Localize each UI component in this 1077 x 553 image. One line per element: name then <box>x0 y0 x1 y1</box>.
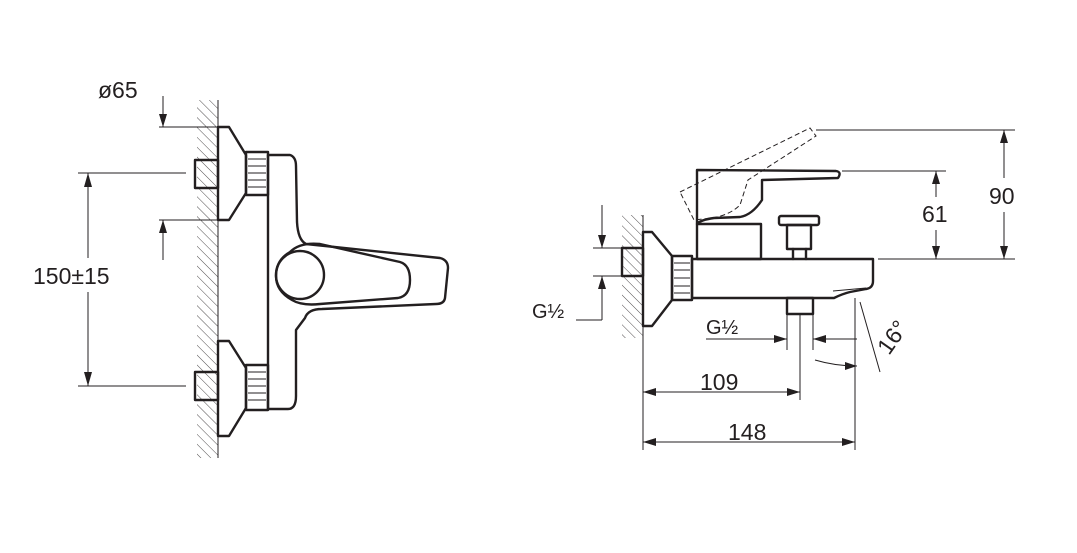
spout-angle-label: 16° <box>872 315 913 358</box>
front-wall-hatch <box>197 100 218 458</box>
outlet-stub <box>785 296 815 316</box>
diameter-label: ø65 <box>98 77 138 103</box>
raised-lever-dashed <box>679 127 817 221</box>
outlet-depth-dimension: 109 <box>642 314 801 450</box>
diameter-dimension: ø65 <box>98 77 218 260</box>
side-flange <box>641 230 674 328</box>
inlet-thread-label: G½ <box>532 301 565 323</box>
center-distance-dimension: 150±15 <box>33 172 186 387</box>
upper-flange <box>216 125 248 222</box>
spout-depth-label: 148 <box>728 419 766 445</box>
cartridge-housing <box>695 222 763 261</box>
diverter-knob <box>777 214 821 261</box>
inlet-thread-dimension: G½ <box>532 205 622 323</box>
outlet-thread-label: G½ <box>706 317 739 339</box>
total-height-label: 90 <box>989 183 1015 209</box>
side-view: G½ G½ 90 61 <box>532 127 1015 450</box>
side-body-spout <box>690 257 875 300</box>
spout-angle-dimension: 16° <box>814 301 913 373</box>
lever-height-label: 61 <box>922 201 948 227</box>
spout-depth-dimension: 148 <box>643 298 856 450</box>
front-view: ø65 150±15 <box>33 77 450 458</box>
side-lever <box>695 168 841 226</box>
lever-height-dimension: 61 <box>842 170 948 259</box>
outlet-thread-dimension: G½ <box>706 314 857 350</box>
total-height-dimension: 90 <box>816 129 1015 260</box>
cartridge-cap <box>274 249 326 301</box>
lower-flange <box>216 339 248 438</box>
outlet-depth-label: 109 <box>700 369 738 395</box>
mixer-body <box>266 153 450 411</box>
center-distance-label: 150±15 <box>33 263 110 289</box>
